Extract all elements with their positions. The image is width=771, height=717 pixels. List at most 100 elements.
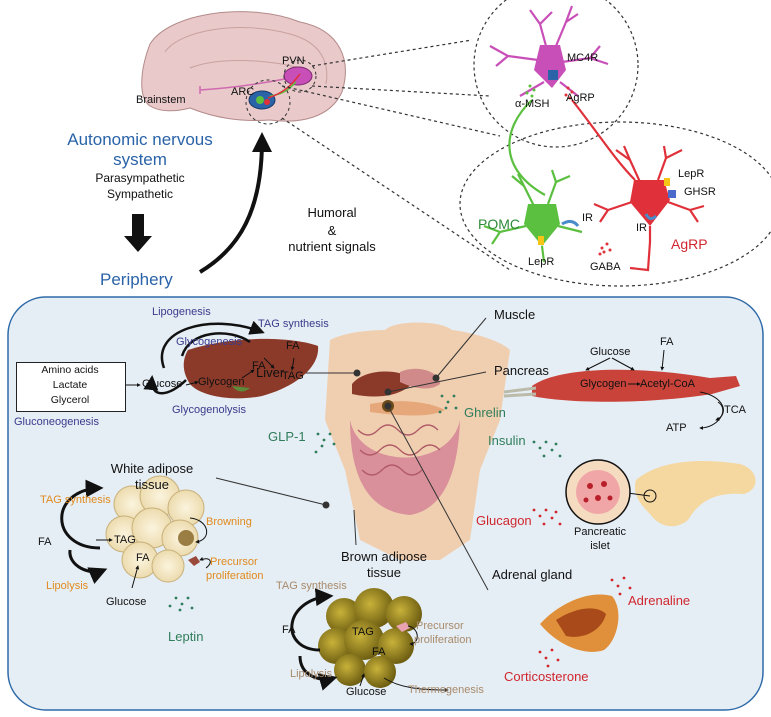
glucagon-label: Glucagon: [476, 513, 532, 528]
bat-precursor-line2: proliferation: [414, 634, 472, 646]
agrp-projection: [571, 99, 636, 181]
ir-left-label: IR: [582, 212, 593, 224]
glp1-label: GLP-1: [268, 429, 306, 444]
ans-title-line1: Autonomic nervous: [67, 130, 213, 149]
bat-title-line1: Brown adipose: [341, 549, 427, 564]
liver-organ-label: Liver: [256, 365, 285, 380]
muscle-glucose-label: Glucose: [590, 346, 631, 358]
ghsr-label: GHSR: [684, 186, 716, 198]
arc-zoom-circle: [459, 121, 771, 287]
humoral-line2: &: [327, 223, 337, 238]
muscle-fa-label: FA: [660, 336, 674, 348]
adrenal-gland-label: Adrenal gland: [492, 567, 573, 582]
wat-fa-label: FA: [38, 536, 52, 548]
liver-graphic: [183, 338, 319, 399]
sympathetic-label: Sympathetic: [106, 187, 174, 201]
gaba-dots: [598, 242, 612, 256]
leptin-dots: [168, 596, 194, 612]
bat-title-line2: tissue: [367, 565, 401, 580]
tca-label: TCA: [724, 404, 746, 416]
insulin-label: Insulin: [488, 433, 526, 448]
muscle-glycogen-label: Glycogen: [580, 378, 627, 390]
pvn-label: PVN: [282, 55, 305, 67]
parasympathetic-label: Parasympathetic: [95, 171, 185, 185]
pancreas-label: Pancreas: [494, 363, 549, 378]
liver-arrows: [124, 320, 295, 395]
human-torso: [325, 322, 510, 560]
corticosterone-dots: [538, 648, 560, 668]
pomc-label: POMC: [478, 216, 520, 232]
wat-title-line2: tissue: [135, 477, 169, 492]
liver-fa-label: FA: [252, 360, 266, 372]
agrp-small-label: AgRP: [566, 92, 595, 104]
bat-fa-label: FA: [282, 624, 296, 636]
periphery-label: Periphery: [100, 270, 173, 289]
pancreatic-islet-line1: Pancreatic: [574, 526, 626, 538]
zoom-lines: [281, 39, 511, 271]
wat-arrows: [60, 479, 211, 589]
bat-tag-label: TAG: [352, 626, 374, 638]
muscle-graphic: [503, 349, 740, 430]
wat-tag-synthesis-label: TAG synthesis: [40, 494, 111, 506]
agrp-dots-small: [564, 86, 574, 100]
bat-fa2-label: FA: [372, 646, 386, 658]
ans-title-line2: system: [113, 150, 167, 169]
adrenaline-dots: [610, 576, 632, 596]
torso-liver: [352, 371, 415, 397]
bat-glucose-label: Glucose: [346, 686, 387, 698]
insulin-dots: [532, 440, 562, 458]
bat-graphic: [318, 588, 422, 688]
lepr-right-label: LepR: [678, 168, 705, 180]
brainstem-label: Brainstem: [136, 94, 186, 106]
pomc-neuron: [483, 169, 583, 263]
wat-precursor-line2: proliferation: [206, 570, 264, 582]
acetyl-coa-label: Acetyl-CoA: [640, 378, 696, 390]
glucagon-dots: [532, 508, 562, 526]
gaba-label: GABA: [590, 261, 621, 273]
pointer-dots: [322, 369, 440, 509]
atp-label: ATP: [666, 422, 687, 434]
leptin-label: Leptin: [168, 629, 204, 644]
bat-arrows: [290, 588, 449, 692]
ans-down-arrow: [124, 214, 152, 252]
lactate-label: Lactate: [52, 379, 88, 391]
pancreas-graphic: [565, 459, 756, 527]
glycogenolysis-label: Glycogenolysis: [172, 404, 246, 416]
gluconeogenesis-label: Gluconeogenesis: [14, 416, 100, 428]
liver-tag-label: TAG: [282, 370, 304, 382]
wat-title-line1: White adipose: [110, 461, 194, 476]
pancreatic-islet-line2: islet: [590, 540, 610, 552]
glycogenesis-label: Glycogenesis: [176, 336, 243, 348]
mouse-brain: [141, 11, 346, 125]
amino-acids-label: Amino acids: [41, 364, 99, 376]
agrp-neuron: [593, 145, 705, 272]
adrenaline-label: Adrenaline: [628, 593, 691, 608]
bat-tag-synthesis-label: TAG synthesis: [276, 580, 347, 592]
precursor-box: [16, 362, 126, 412]
adrenal-graphic: [540, 594, 619, 652]
pointer-lines: [215, 317, 489, 591]
glp1-dots: [314, 432, 336, 454]
wat-tag-label: TAG: [114, 534, 136, 546]
ir-right-label: IR: [636, 222, 647, 234]
pvn-zoom-circle: [473, 0, 639, 148]
amsh-label: α-MSH: [515, 98, 550, 110]
lipogenesis-label: Lipogenesis: [152, 306, 211, 318]
ghrelin-dots: [438, 394, 458, 414]
pomc-projection: [508, 99, 546, 196]
wat-lipolysis-label: Lipolysis: [46, 580, 89, 592]
humoral-line3: nutrient signals: [288, 239, 376, 254]
liver-glucose-label: Glucose: [142, 378, 183, 390]
liver-glycogen-label: Glycogen: [198, 376, 245, 388]
wat-fa2-label: FA: [136, 552, 150, 564]
lepr-left-label: LepR: [528, 256, 555, 268]
wat-glucose-label: Glucose: [106, 596, 147, 608]
humoral-line1: Humoral: [307, 205, 357, 220]
mc4r-label: MC4R: [567, 52, 599, 64]
bat-precursor-line1: Precursor: [416, 620, 464, 632]
liver-tag-synthesis-label: TAG synthesis: [258, 318, 329, 330]
ghrelin-label: Ghrelin: [464, 405, 506, 420]
liver-fa-top-label: FA: [286, 340, 300, 352]
